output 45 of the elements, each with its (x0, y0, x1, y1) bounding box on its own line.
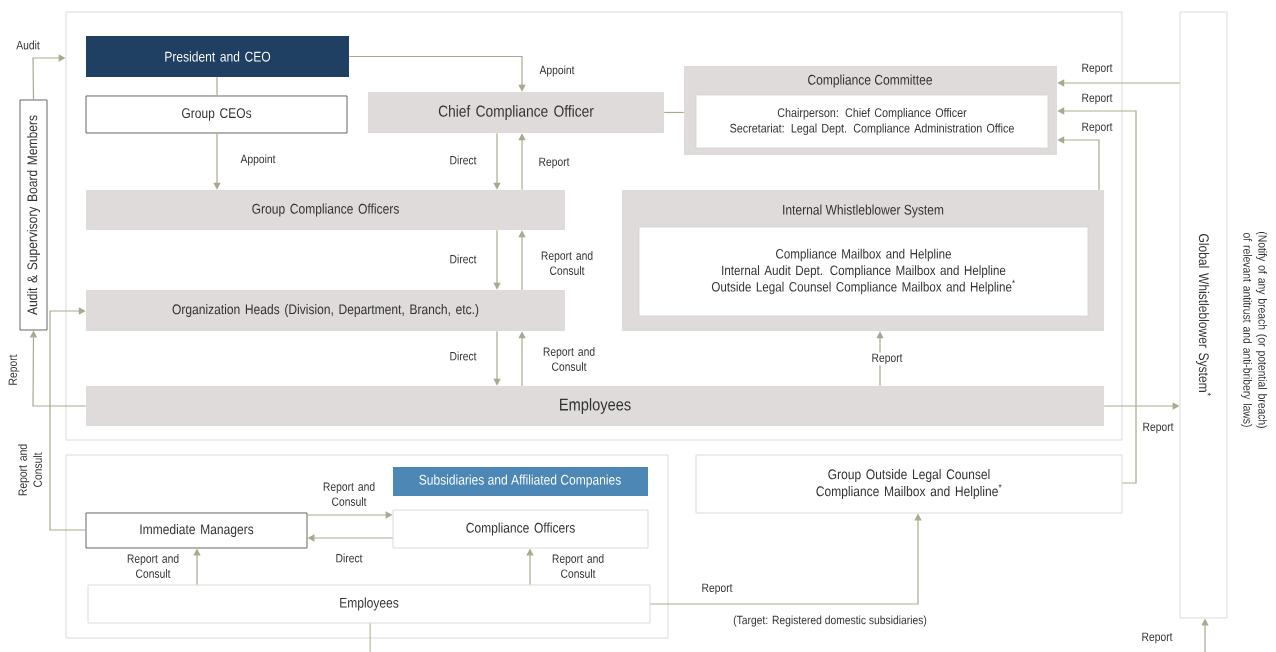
mailbox-box: Group Outside Legal Counsel Compliance Mailbox and Helpline$^{*}$ (695, 454, 1123, 514)
role-box: Employees (87, 584, 651, 624)
edge-label: Report (1141, 421, 1175, 435)
arrow (1057, 136, 1100, 191)
arrow (348, 55, 526, 92)
role-box: Employees (86, 386, 1104, 426)
role-box: Chief Compliance Officer (368, 92, 664, 133)
arrow (493, 132, 501, 190)
role-box: Immediate Managers (85, 512, 308, 549)
arrow (1057, 107, 1137, 484)
info-box: Compliance Mailbox and Helpline Internal Audit Dept. Compliance Mailbox and Helpline Outside Legal Counsel Compliance Mailbox and Helpline$^{*}$ (638, 226, 1089, 317)
arrow (518, 133, 526, 191)
arrow (493, 330, 501, 386)
system-box: Global Whistleblower System$^{*}$ (1179, 11, 1228, 619)
edge-label: Direct (448, 154, 478, 166)
arrow (49, 307, 87, 531)
arrow (1057, 79, 1181, 87)
edge-label: Direct (448, 350, 478, 362)
role-box: Group Compliance Officers (86, 190, 565, 230)
role-box: President and CEO (86, 36, 349, 77)
edge-label: Appoint (538, 64, 576, 78)
role-box: Compliance Officers (392, 509, 649, 549)
arrow (213, 132, 221, 190)
edge-label: Report and Consult (17, 435, 43, 505)
edge-label: Direct (334, 552, 364, 564)
edge-label: Report (700, 582, 734, 596)
edge-label: Audit (15, 39, 41, 51)
arrow (518, 331, 526, 387)
arrow (493, 229, 501, 290)
info-box: Chairperson: Chief Compliance Officer Secretariat: Legal Dept. Compliance Administration Office (695, 94, 1049, 149)
role-box: Group CEOs (85, 95, 348, 134)
note: (Notify of any breach (or potential breach) of relevant antitrust and anti-bribery laws) (1240, 232, 1268, 428)
board-box: Audit & Supervisory Board Members (19, 99, 48, 331)
arrow (518, 230, 526, 291)
note: (Target: Registered domestic subsidiaries) (733, 615, 927, 627)
edge-label: Report (1140, 631, 1174, 645)
edge-label: Appoint (239, 153, 277, 167)
edge-label: Report (7, 353, 21, 387)
edge-label: Report and Consult (532, 250, 602, 276)
edge-label: Direct (448, 253, 478, 265)
edge-label: Report and Consult (534, 346, 604, 372)
edge-label: Report and Consult (118, 553, 188, 579)
edge-label: Report and Consult (314, 481, 384, 507)
edge-label: Report and Consult (543, 553, 613, 579)
role-box: Organization Heads (Division, Department, Branch, etc.) (86, 290, 565, 331)
